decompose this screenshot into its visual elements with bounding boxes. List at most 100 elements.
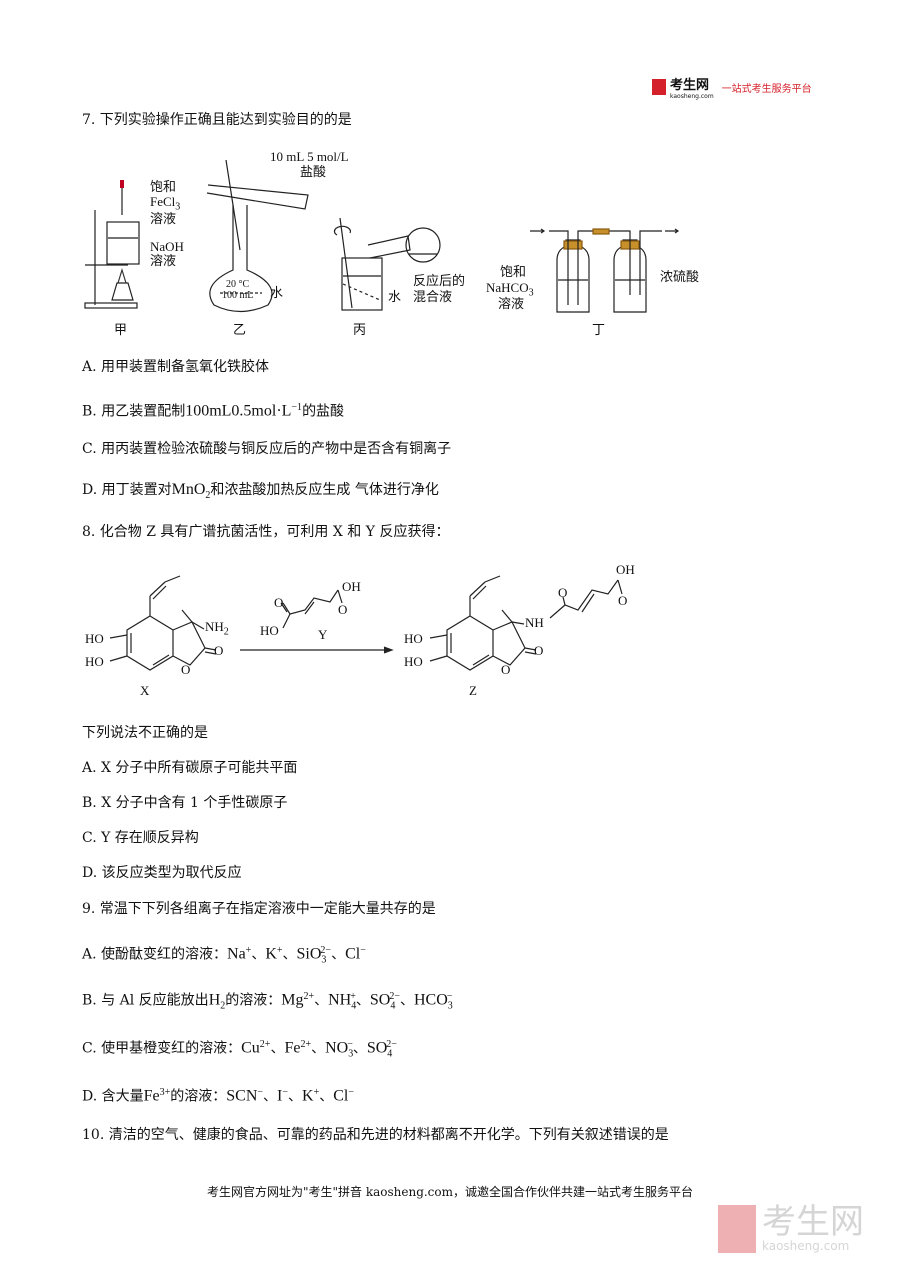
text-segment: 、 <box>288 1088 303 1105</box>
z-nh: NH <box>525 615 544 630</box>
formula-segment: H <box>208 991 221 1009</box>
text-segment: 、 <box>319 1088 334 1105</box>
formula-segment: Cu <box>241 1039 260 1057</box>
q7-option-c: C. 用丙装置检验浓硫酸与铜反应后的产物中是否含有铜离子 <box>82 439 451 459</box>
bing-label-3: 混合液 <box>413 289 453 304</box>
apparatus-yi <box>206 159 309 313</box>
formula-segment: SCN <box>226 1087 258 1105</box>
q9-option-b: B. 与 Al 反应能放出H2的溶液：Mg2+、NH4+、SO42−、HCO3− <box>82 987 453 1016</box>
text-segment: 、 <box>331 946 346 963</box>
formula-segment: NO <box>325 1039 349 1057</box>
q7-option-d: D. 用丁装置对MnO2和浓盐酸加热反应生成 气体进行净化 <box>82 480 439 506</box>
text-segment: 、 <box>282 946 297 963</box>
jia-label-1: 饱和 <box>150 179 177 194</box>
ding-label-2: NaHCO3 <box>486 280 534 299</box>
text-segment: 和浓盐酸加热反应生成 气体进行净化 <box>210 482 439 498</box>
ding-caption: 丁 <box>592 322 606 337</box>
text-segment: 7. 下列实验操作正确且能达到实验目的的是 <box>82 112 352 128</box>
y-oh: OH <box>342 579 361 594</box>
text-segment: C. Y 存在顺反异构 <box>82 830 199 846</box>
formula-segment: Mg <box>281 991 304 1009</box>
yi-caption: 乙 <box>233 322 247 337</box>
text-segment: B. 与 Al 反应能放出 <box>82 992 209 1009</box>
apparatus-jia <box>84 180 140 309</box>
molecule-y <box>280 589 343 629</box>
formula-segment: SiO <box>296 945 322 963</box>
subscript: 4 <box>387 1048 393 1060</box>
q7-stem: 7. 下列实验操作正确且能达到实验目的的是 <box>82 110 352 130</box>
text-segment: D. 用丁装置对 <box>82 482 172 498</box>
jia-label-3: 溶液 <box>150 211 177 226</box>
text-segment: A. 使酚酞变红的溶液： <box>82 946 228 963</box>
supscript: 2+ <box>300 1039 312 1050</box>
q7-option-b: B. 用乙装置配制100mL0.5mol·L−1的盐酸 <box>82 398 344 422</box>
z-carbonyl-o: O <box>534 643 544 658</box>
bing-label-1: 水 <box>388 289 402 304</box>
supscript: − <box>348 1087 354 1098</box>
formula-segment: NH <box>328 991 352 1009</box>
supscript: 2− <box>386 1039 397 1050</box>
x-carbonyl-o: O <box>214 643 224 658</box>
q8-prompt: 下列说法不正确的是 <box>82 723 208 743</box>
bing-caption: 丙 <box>353 322 367 337</box>
q7-option-a: A. 用甲装置制备氢氧化铁胶体 <box>82 357 269 377</box>
supscript: 2+ <box>303 991 315 1002</box>
logo-mark-icon <box>652 79 666 95</box>
supscript: + <box>313 1087 320 1098</box>
text-segment: 、 <box>311 1040 326 1057</box>
text-segment: C. 使甲基橙变红的溶液： <box>82 1040 242 1057</box>
yi-label-1: 10 mL 5 mol/L <box>270 149 349 164</box>
q9-option-d: D. 含大量Fe3+的溶液：SCN−、I−、K+、Cl− <box>82 1083 354 1107</box>
supscript: 2− <box>389 991 400 1002</box>
subscript: 4 <box>351 1000 357 1012</box>
text-segment: 的溶液： <box>170 1088 227 1105</box>
subscript: 2 <box>220 1000 226 1012</box>
formula-segment: Na <box>227 945 246 963</box>
molecule-x <box>109 575 217 671</box>
subscript: 3 <box>447 1000 453 1012</box>
text-segment: A. X 分子中所有碳原子可能共平面 <box>82 760 298 776</box>
x-ring-o: O <box>181 662 191 677</box>
supscript: − <box>347 1039 353 1050</box>
formula-segment: K <box>265 945 277 963</box>
y-o: O <box>274 595 284 610</box>
supscript: 2+ <box>259 1039 271 1050</box>
watermark-domain: kaosheng.com <box>762 1239 850 1253</box>
z-ring-o: O <box>501 662 511 677</box>
y-ho: HO <box>260 623 279 638</box>
text-segment: 、 <box>355 992 370 1009</box>
formula-segment: Fe <box>143 1087 160 1105</box>
text-segment: B. X 分子中含有 1 个手性碳原子 <box>82 795 288 811</box>
logo-domain: kaosheng.com <box>670 93 714 100</box>
text-segment: D. 该反应类型为取代反应 <box>82 865 242 881</box>
text-segment: A. 用甲装置制备氢氧化铁胶体 <box>82 359 270 375</box>
q8-option-b: B. X 分子中含有 1 个手性碳原子 <box>82 793 287 813</box>
logo-slogan: 一站式考生服务平台 <box>721 83 812 95</box>
yi-label-2: 盐酸 <box>300 164 327 179</box>
x-ho-2: HO <box>85 654 104 669</box>
reaction-arrow <box>240 646 394 654</box>
subscript: 2 <box>205 489 211 501</box>
label-z: Z <box>469 683 477 698</box>
text-segment: D. 含大量 <box>82 1088 144 1105</box>
subscript: 3 <box>321 954 327 966</box>
text-segment: 9. 常温下下列各组离子在指定溶液中一定能大量共存的是 <box>82 901 436 917</box>
text-segment: 、 <box>251 946 266 963</box>
x-nh2: NH2 <box>205 619 229 638</box>
x-ho-1: HO <box>85 631 104 646</box>
z-ho-1: HO <box>404 631 423 646</box>
text-segment: C. 用丙装置检验浓硫酸与铜反应后的产物中是否含有铜离子 <box>82 441 452 457</box>
formula-segment: SO <box>366 1039 388 1057</box>
formula-segment: HCO <box>413 991 448 1009</box>
label-y: Y <box>318 627 328 642</box>
supscript: −1 <box>291 402 303 413</box>
jia-label-4: NaOH <box>150 239 184 254</box>
q9-stem: 9. 常温下下列各组离子在指定溶液中一定能大量共存的是 <box>82 899 436 919</box>
text-segment: 的盐酸 <box>302 403 345 420</box>
formula-segment: K <box>302 1087 314 1105</box>
supscript: 2− <box>320 945 332 956</box>
text-segment: 的溶液： <box>225 992 282 1009</box>
